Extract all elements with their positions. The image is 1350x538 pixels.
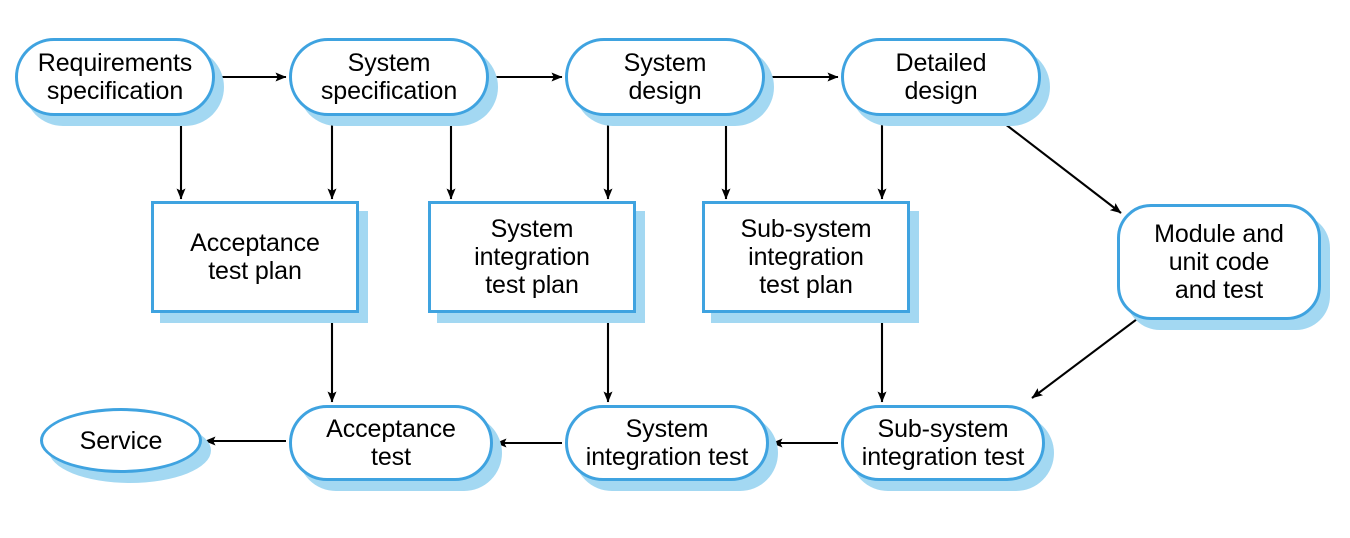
edge-detailed-design-to-module-and-unit-code xyxy=(995,116,1122,214)
edge-module-and-unit-code-to-sub-system-integration-test xyxy=(1031,312,1146,399)
node-service[interactable]: Service xyxy=(40,408,202,473)
node-label-service: Service xyxy=(79,426,163,455)
